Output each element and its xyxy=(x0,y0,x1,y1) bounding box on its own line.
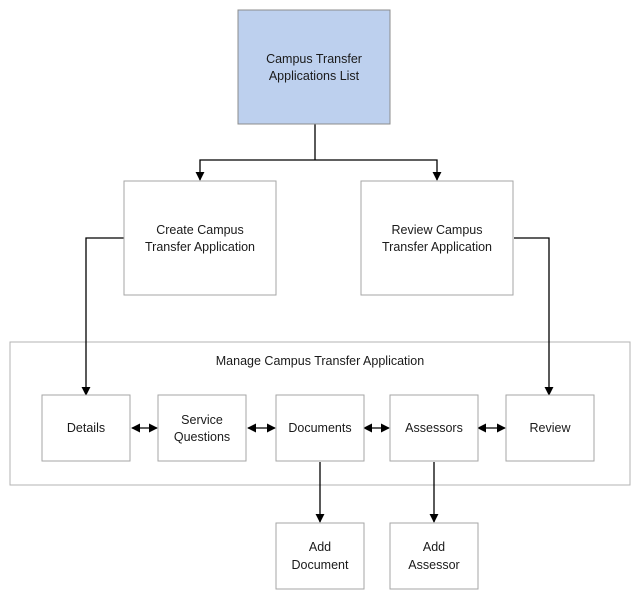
node-label-line: Transfer Application xyxy=(382,240,492,254)
node-label-line: Transfer Application xyxy=(145,240,255,254)
node-label-line: Service xyxy=(181,413,223,427)
edge-list-to-review-app xyxy=(315,159,442,181)
node-label-line: Add xyxy=(309,540,331,554)
node-documents: Documents xyxy=(275,394,365,462)
edge-list-to-create xyxy=(195,159,315,181)
node-label-line: Campus Transfer xyxy=(266,52,362,66)
node-label-line: Create Campus xyxy=(156,223,244,237)
node-label-line: Review xyxy=(530,421,572,435)
node-label-line: Questions xyxy=(174,430,230,444)
node-label-line: Documents xyxy=(288,421,351,435)
node-label-line: Assessor xyxy=(408,558,459,572)
node-label-line: Details xyxy=(67,421,105,435)
node-label-line: Document xyxy=(292,558,349,572)
edges xyxy=(81,124,554,523)
node-review: Review xyxy=(505,394,595,462)
node-label-line: Add xyxy=(423,540,445,554)
node-assessors: Assessors xyxy=(389,394,479,462)
group-title: Manage Campus Transfer Application xyxy=(216,354,424,368)
edge-review-app-to-review xyxy=(514,237,554,396)
node-label-line: Assessors xyxy=(405,421,463,435)
node-label-line: Applications List xyxy=(269,69,360,83)
node-label-line: Review Campus xyxy=(391,223,482,237)
edge-create-to-details xyxy=(81,237,124,396)
node-details: Details xyxy=(41,394,131,462)
